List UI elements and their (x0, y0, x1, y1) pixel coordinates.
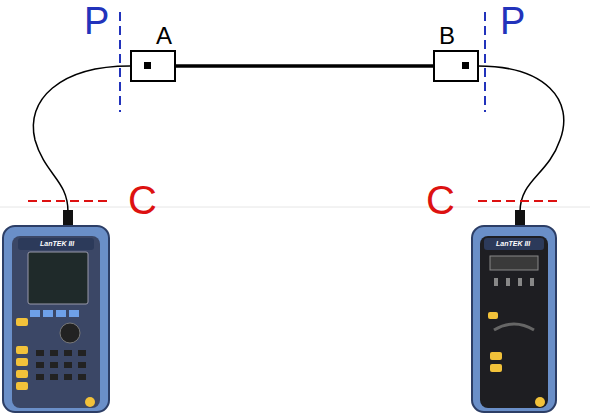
connector-label: B (439, 24, 455, 48)
permanent-link-boundary (119, 12, 121, 112)
channel-boundary (478, 200, 562, 202)
jack-symbol (462, 62, 469, 69)
device-logo: LanTEK III (40, 240, 74, 247)
cable-link (176, 64, 433, 68)
channel-marker: C (426, 180, 455, 220)
jack-symbol (144, 62, 151, 69)
main-tester (3, 226, 109, 412)
connector-box: A (130, 50, 176, 82)
patch-cord (33, 66, 130, 212)
remote-tester (472, 226, 556, 412)
connector-box: B (433, 50, 479, 82)
divider-line (0, 207, 590, 208)
channel-boundary (28, 200, 112, 202)
permanent-link-boundary (484, 12, 486, 112)
cord-plug (515, 210, 525, 226)
permanent-link-marker: P (500, 2, 525, 40)
cord-plug (63, 210, 73, 226)
patch-cord (478, 66, 564, 212)
permanent-link-marker: P (84, 2, 109, 40)
connector-label: A (156, 24, 172, 48)
device-logo: LanTEK III (496, 240, 530, 247)
channel-marker: C (128, 180, 157, 220)
